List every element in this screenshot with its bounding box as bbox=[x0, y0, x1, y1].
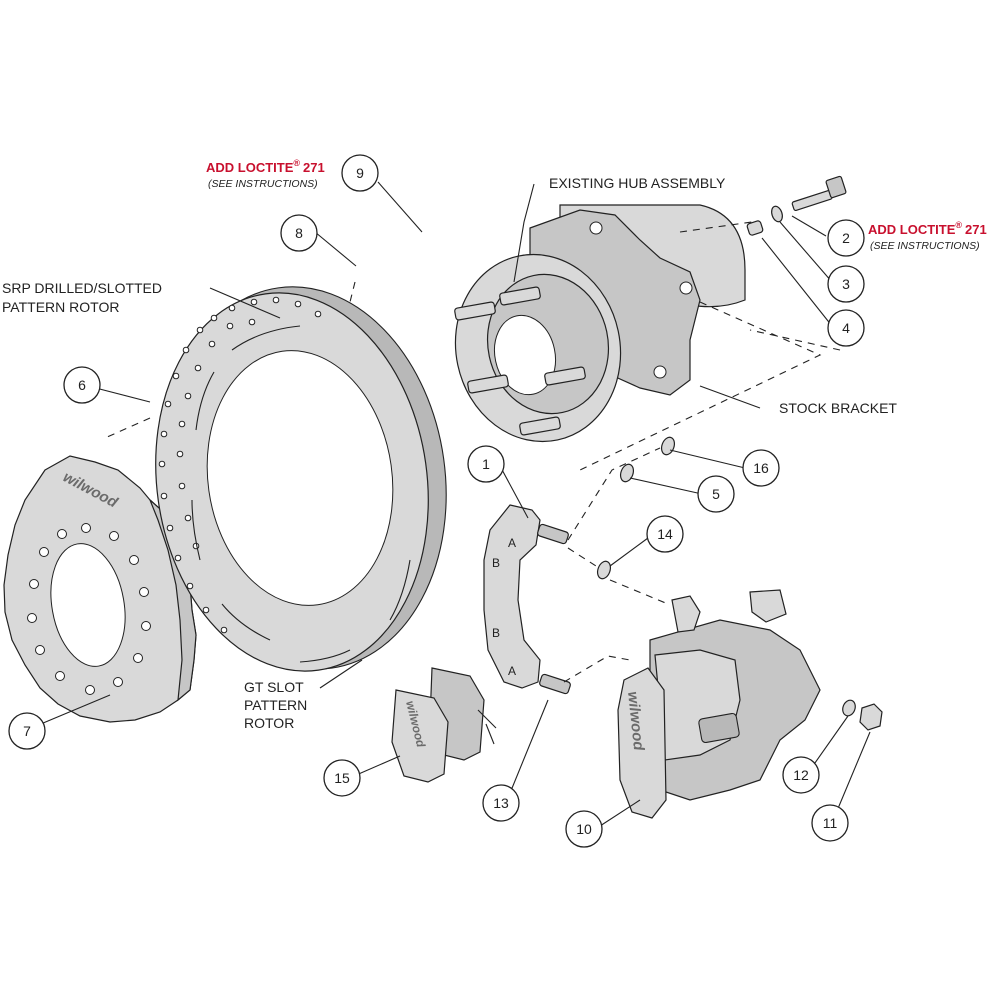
callout-11: 11 bbox=[811, 804, 849, 842]
brake-pads: wilwood bbox=[391, 667, 497, 783]
svg-text:15: 15 bbox=[334, 770, 350, 786]
loctite-right-sup: ® bbox=[955, 220, 962, 230]
callout-4: 4 bbox=[827, 309, 865, 347]
svg-text:4: 4 bbox=[842, 320, 850, 336]
callout-9: 9 bbox=[341, 154, 379, 192]
callout-5: 5 bbox=[697, 475, 735, 513]
callout-3: 3 bbox=[827, 265, 865, 303]
svg-text:7: 7 bbox=[23, 723, 31, 739]
caliper-nut bbox=[859, 703, 883, 731]
callout-10: 10 bbox=[565, 810, 603, 848]
svg-text:9: 9 bbox=[356, 165, 364, 181]
svg-text:11: 11 bbox=[823, 815, 838, 831]
svg-text:ADD LOCTITE®271: ADD LOCTITE®271 bbox=[206, 158, 325, 175]
leader-lines bbox=[35, 181, 871, 827]
wheel-studs bbox=[454, 286, 586, 436]
shim-5 bbox=[619, 463, 635, 483]
callout-1: 1 bbox=[467, 445, 505, 483]
hat-lug-holes bbox=[27, 523, 151, 695]
loctite-right-text: ADD LOCTITE bbox=[868, 222, 956, 237]
assembly-guide-lines bbox=[104, 221, 841, 683]
rotor-disc bbox=[155, 286, 447, 672]
caliper-brand-logo: wilwood bbox=[624, 691, 647, 752]
existing-hub-label: EXISTING HUB ASSEMBLY bbox=[549, 175, 726, 191]
srp-rotor-label-line1: SRP DRILLED/SLOTTED bbox=[2, 280, 162, 296]
callout-6: 6 bbox=[63, 366, 101, 404]
shim-16 bbox=[660, 436, 676, 456]
svg-text:6: 6 bbox=[78, 377, 86, 393]
hub-spacer bbox=[746, 220, 764, 236]
bracket-mark-a-bottom: A bbox=[508, 664, 516, 678]
svg-text:8: 8 bbox=[295, 225, 303, 241]
caliper-mounting-bracket: A B B A bbox=[483, 504, 571, 695]
srp-rotor-label-line2: PATTERN ROTOR bbox=[2, 299, 119, 315]
callout-2: 2 bbox=[827, 219, 865, 257]
brake-caliper: wilwood bbox=[617, 589, 821, 819]
loctite-right-instructions: (SEE INSTRUCTIONS) bbox=[870, 240, 980, 252]
svg-text:2: 2 bbox=[842, 230, 850, 246]
rotor-slots bbox=[191, 325, 411, 663]
svg-text:1: 1 bbox=[482, 456, 490, 472]
callout-15: 15 bbox=[323, 759, 361, 797]
loctite-top-instructions: (SEE INSTRUCTIONS) bbox=[208, 178, 318, 190]
loctite-top-sup: ® bbox=[293, 158, 300, 168]
rotor-drill-holes bbox=[158, 296, 322, 634]
svg-text:5: 5 bbox=[712, 486, 720, 502]
callout-8: 8 bbox=[280, 214, 318, 252]
loctite-right-num: 271 bbox=[965, 222, 987, 237]
svg-text:12: 12 bbox=[793, 767, 809, 783]
hub-bolt bbox=[791, 175, 847, 212]
bracket-mark-a-top: A bbox=[508, 536, 516, 550]
svg-text:16: 16 bbox=[753, 460, 769, 476]
gt-rotor-label-line2: PATTERN bbox=[244, 697, 307, 713]
svg-text:3: 3 bbox=[842, 276, 850, 292]
callout-14: 14 bbox=[646, 515, 684, 553]
callout-7: 7 bbox=[8, 712, 46, 750]
callout-13: 13 bbox=[482, 784, 520, 822]
loctite-top-text: ADD LOCTITE bbox=[206, 160, 294, 175]
callout-12: 12 bbox=[782, 756, 820, 794]
caliper-washer bbox=[842, 699, 856, 717]
svg-text:14: 14 bbox=[657, 526, 673, 542]
gt-rotor-label-line3: ROTOR bbox=[244, 715, 294, 731]
bracket-mark-b-top: B bbox=[492, 556, 500, 570]
rotor-hat: wilwood bbox=[3, 455, 197, 723]
gt-rotor-label-line1: GT SLOT bbox=[244, 679, 304, 695]
stock-bracket-label: STOCK BRACKET bbox=[779, 400, 897, 416]
loctite-note-top: ADD LOCTITE®271 (SEE INSTRUCTIONS) bbox=[206, 158, 325, 190]
hub-washer bbox=[771, 205, 783, 223]
existing-hub-assembly bbox=[454, 204, 746, 443]
svg-text:ADD LOCTITE®271: ADD LOCTITE®271 bbox=[868, 220, 987, 237]
callout-16: 16 bbox=[742, 449, 780, 487]
loctite-top-num: 271 bbox=[303, 160, 325, 175]
shim-14 bbox=[596, 560, 612, 580]
bracket-mark-b-bottom: B bbox=[492, 626, 500, 640]
svg-text:13: 13 bbox=[493, 795, 509, 811]
svg-text:10: 10 bbox=[576, 821, 592, 837]
loctite-note-right: ADD LOCTITE®271 (SEE INSTRUCTIONS) bbox=[868, 220, 987, 252]
